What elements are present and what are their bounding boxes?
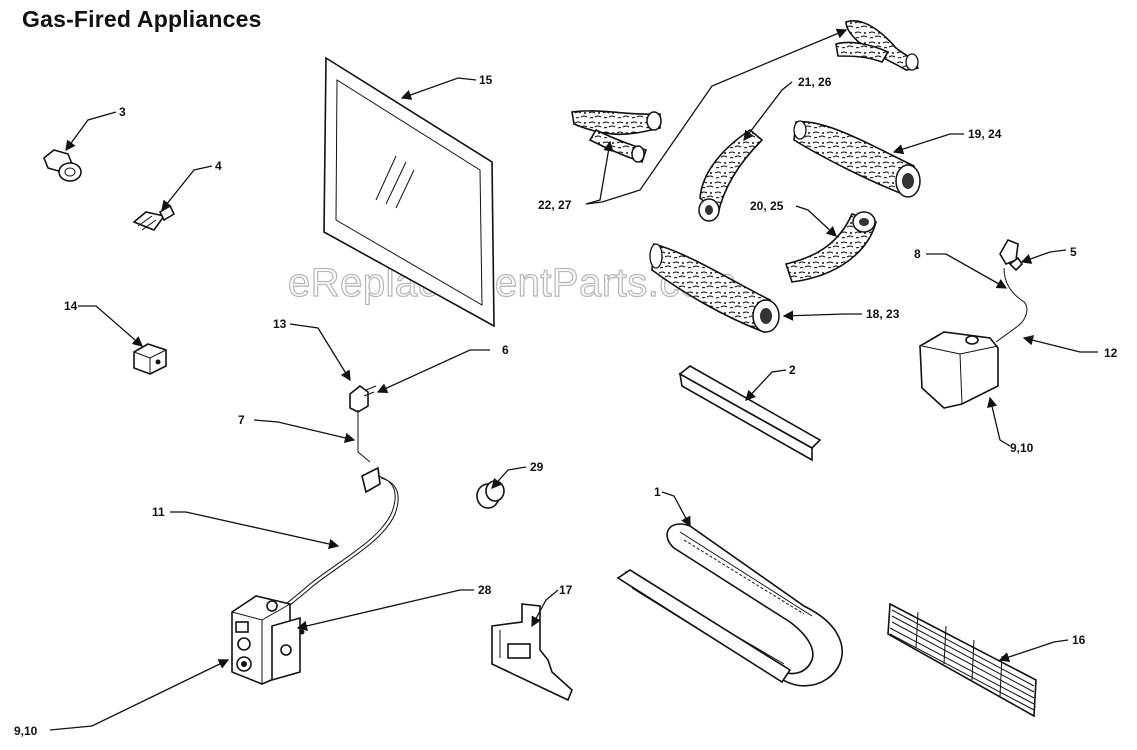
part-17-plate [491, 603, 573, 702]
callout-28: 28 [478, 583, 492, 597]
part-18-23-log [649, 242, 780, 334]
part-4-connector [132, 204, 176, 231]
callout-9-10-top: 9,10 [1010, 441, 1034, 455]
leader-lines [49, 28, 1098, 731]
callout-3: 3 [119, 105, 126, 119]
callout-16: 16 [1072, 633, 1086, 647]
part-top-log [835, 20, 920, 71]
callout-labels: 3 4 14 15 13 6 7 11 29 28 17 9,10 22, 27… [14, 73, 1118, 738]
part-thermocouple-wire [277, 384, 399, 613]
part-pilot-assembly [919, 238, 1028, 409]
part-gas-valve [231, 595, 305, 685]
callout-4: 4 [215, 159, 222, 173]
callout-13: 13 [273, 317, 287, 331]
diagram-title: Gas-Fired Appliances [22, 6, 262, 32]
callout-12: 12 [1104, 346, 1118, 360]
callout-21-26: 21, 26 [798, 75, 832, 89]
part-1-burner [616, 523, 843, 687]
part-29-knob [476, 480, 505, 509]
callout-11: 11 [152, 505, 165, 519]
part-16-grill [887, 602, 1037, 718]
callout-14: 14 [64, 299, 78, 313]
callout-18-23: 18, 23 [866, 307, 900, 321]
callout-8: 8 [914, 247, 921, 261]
callout-15: 15 [479, 73, 493, 87]
part-19-24-log [793, 120, 921, 198]
part-21-26-log [698, 129, 764, 222]
part-2-bracket [678, 365, 822, 462]
callout-17: 17 [559, 583, 573, 597]
part-3-fitting [43, 149, 82, 182]
callout-20-25: 20, 25 [750, 199, 784, 213]
callout-19-24: 19, 24 [968, 127, 1002, 141]
callout-7: 7 [238, 413, 245, 427]
callout-2: 2 [789, 363, 796, 377]
callout-22-27: 22, 27 [538, 198, 572, 212]
callout-1: 1 [654, 485, 661, 499]
part-20-25-log [784, 211, 877, 283]
part-15-glass-panel [323, 56, 495, 328]
part-14-block [133, 343, 167, 375]
part-22-27-log [571, 110, 662, 164]
callout-6: 6 [502, 343, 509, 357]
callout-9-10-bottom: 9,10 [14, 724, 38, 738]
callout-5: 5 [1070, 245, 1077, 259]
callout-29: 29 [530, 460, 544, 474]
